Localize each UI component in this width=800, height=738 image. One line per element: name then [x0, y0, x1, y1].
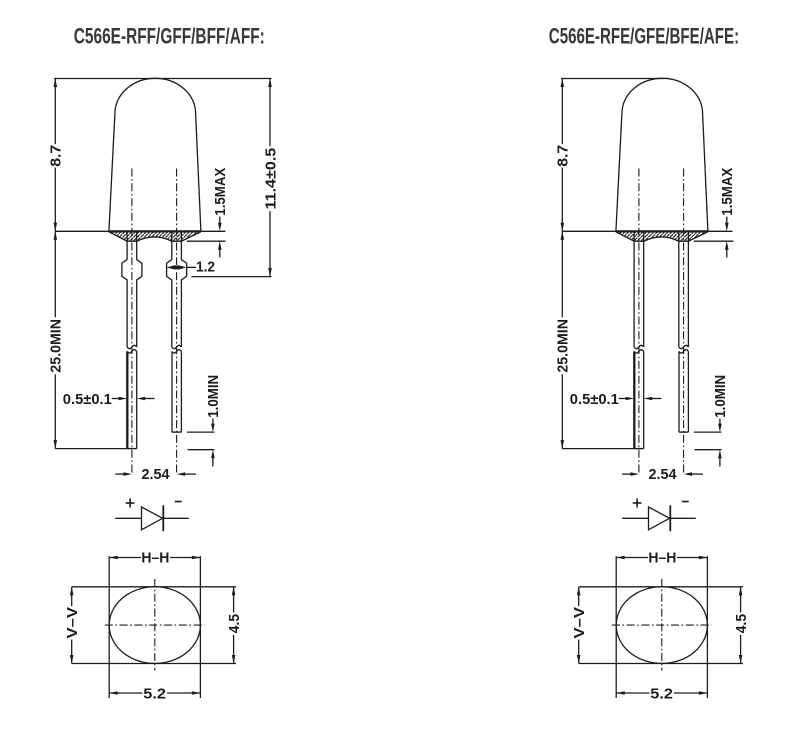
svg-text:8.7: 8.7 [48, 145, 65, 167]
svg-text:1.0MIN: 1.0MIN [205, 375, 222, 418]
svg-text:1.5MAX: 1.5MAX [719, 168, 736, 216]
svg-text:2.54: 2.54 [142, 466, 171, 483]
svg-text:5.2: 5.2 [143, 686, 166, 703]
svg-text:1.0MIN: 1.0MIN [712, 375, 729, 418]
svg-text:8.7: 8.7 [555, 145, 572, 167]
svg-text:0.5±0.1: 0.5±0.1 [63, 391, 112, 408]
svg-text:1.5MAX: 1.5MAX [212, 168, 229, 216]
svg-text:1.2: 1.2 [196, 259, 215, 276]
svg-text:4.5: 4.5 [733, 614, 750, 633]
svg-text:C566E-RFE/GFE/BFE/AFE:: C566E-RFE/GFE/BFE/AFE: [549, 23, 739, 48]
svg-text:H–H: H–H [648, 549, 676, 566]
svg-text:V–V: V–V [571, 607, 588, 639]
svg-text:0.5±0.1: 0.5±0.1 [570, 391, 619, 408]
svg-text:2.54: 2.54 [649, 466, 678, 483]
svg-text:11.4±0.5: 11.4±0.5 [262, 148, 279, 210]
svg-text:V–V: V–V [64, 607, 81, 639]
svg-text:C566E-RFF/GFF/BFF/AFF:: C566E-RFF/GFF/BFF/AFF: [74, 23, 265, 48]
svg-text:25.0MIN: 25.0MIN [555, 319, 572, 373]
svg-text:5.2: 5.2 [650, 686, 673, 703]
svg-text:H–H: H–H [141, 549, 169, 566]
svg-text:25.0MIN: 25.0MIN [48, 319, 65, 373]
svg-text:4.5: 4.5 [226, 614, 243, 633]
